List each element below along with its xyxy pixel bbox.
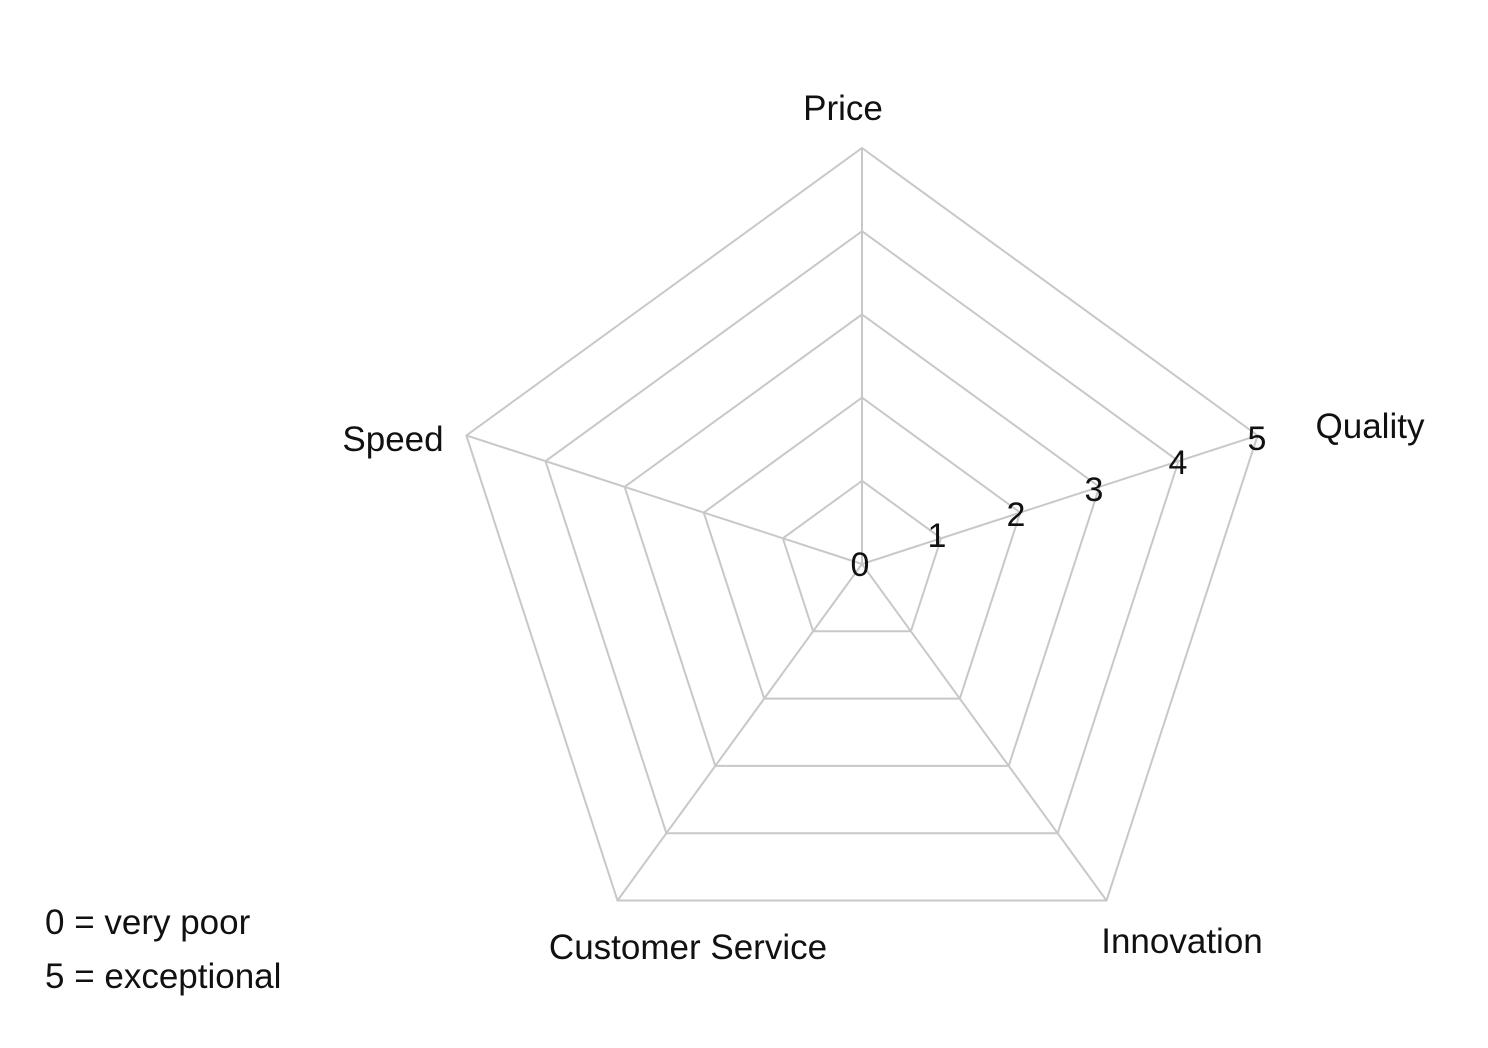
tick-label: 5 — [1248, 420, 1267, 458]
axis-label: Speed — [342, 420, 443, 459]
tick-label: 1 — [928, 517, 947, 555]
legend-entry-min: 0 = very poor — [45, 903, 251, 942]
axis-line — [466, 434, 863, 565]
grid-ring-1 — [781, 479, 943, 633]
tick-label: 3 — [1085, 471, 1104, 509]
grid-ring-3 — [623, 313, 1101, 767]
axis-label: Price — [803, 89, 883, 128]
grid-ring-4 — [544, 229, 1180, 835]
axis-line — [861, 563, 1108, 902]
axis-label: Customer Service — [549, 928, 827, 967]
axis-line — [616, 563, 863, 902]
legend-entry-max: 5 = exceptional — [45, 957, 282, 996]
axis-label: Quality — [1316, 407, 1425, 446]
scale-legend: 0 = very poor 5 = exceptional — [45, 896, 281, 1004]
axis-label: Innovation — [1101, 922, 1263, 961]
tick-label: 2 — [1007, 496, 1026, 534]
grid-ring-5 — [465, 146, 1259, 902]
axis-line — [861, 434, 1258, 565]
tick-label: 0 — [851, 546, 870, 584]
grid-ring-2 — [702, 396, 1022, 700]
tick-label: 4 — [1169, 444, 1188, 482]
